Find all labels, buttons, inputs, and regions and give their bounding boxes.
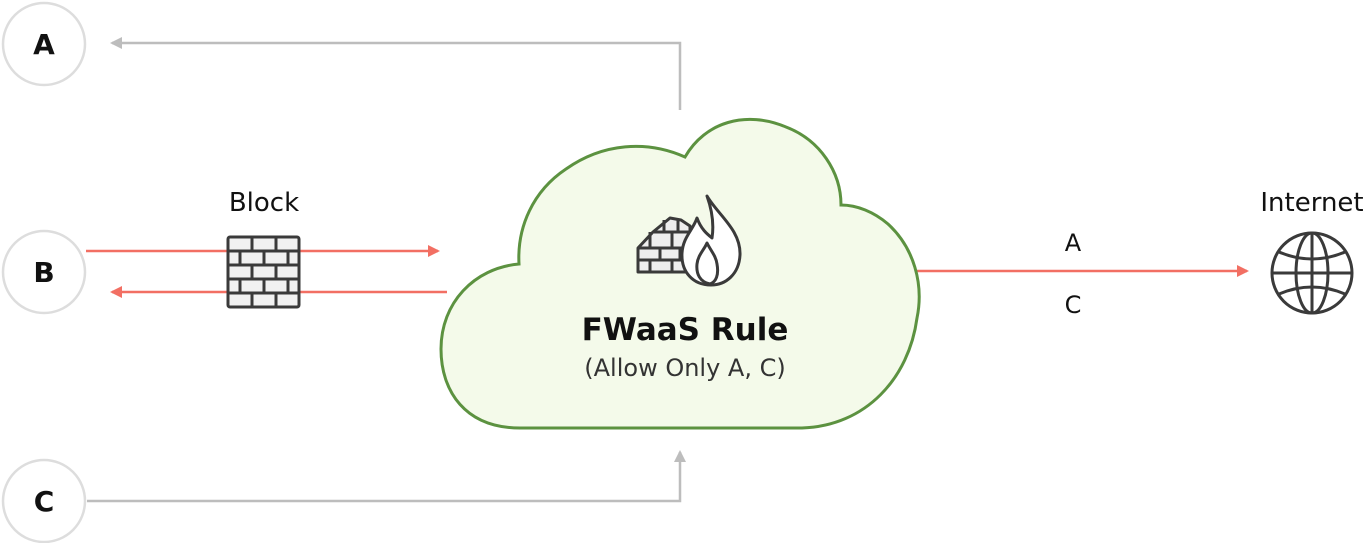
fwaas-cloud <box>439 117 921 430</box>
route-label-a: A <box>1065 229 1082 257</box>
rule-title: FWaaS Rule <box>582 312 789 348</box>
source-node-a-circle <box>1 1 87 87</box>
source-node-b-circle <box>1 229 87 315</box>
brick-wall-icon <box>226 235 301 309</box>
globe-icon <box>1270 231 1354 315</box>
allowed-flow-a-line <box>110 37 682 110</box>
source-node-a-label: A <box>33 28 55 61</box>
block-label: Block <box>229 188 299 218</box>
source-node-a: A <box>1 1 87 87</box>
firewall-flame-icon <box>636 194 742 287</box>
source-node-b: B <box>1 229 87 315</box>
route-label-c: C <box>1065 291 1082 319</box>
source-node-c-circle <box>1 458 87 543</box>
source-node-c: C <box>1 458 87 543</box>
allowed-flow-c-line <box>87 450 686 503</box>
rule-subtitle: (Allow Only A, C) <box>584 354 785 382</box>
internet-label: Internet <box>1260 188 1363 218</box>
source-node-b-label: B <box>33 256 54 289</box>
source-node-c-label: C <box>34 485 55 518</box>
